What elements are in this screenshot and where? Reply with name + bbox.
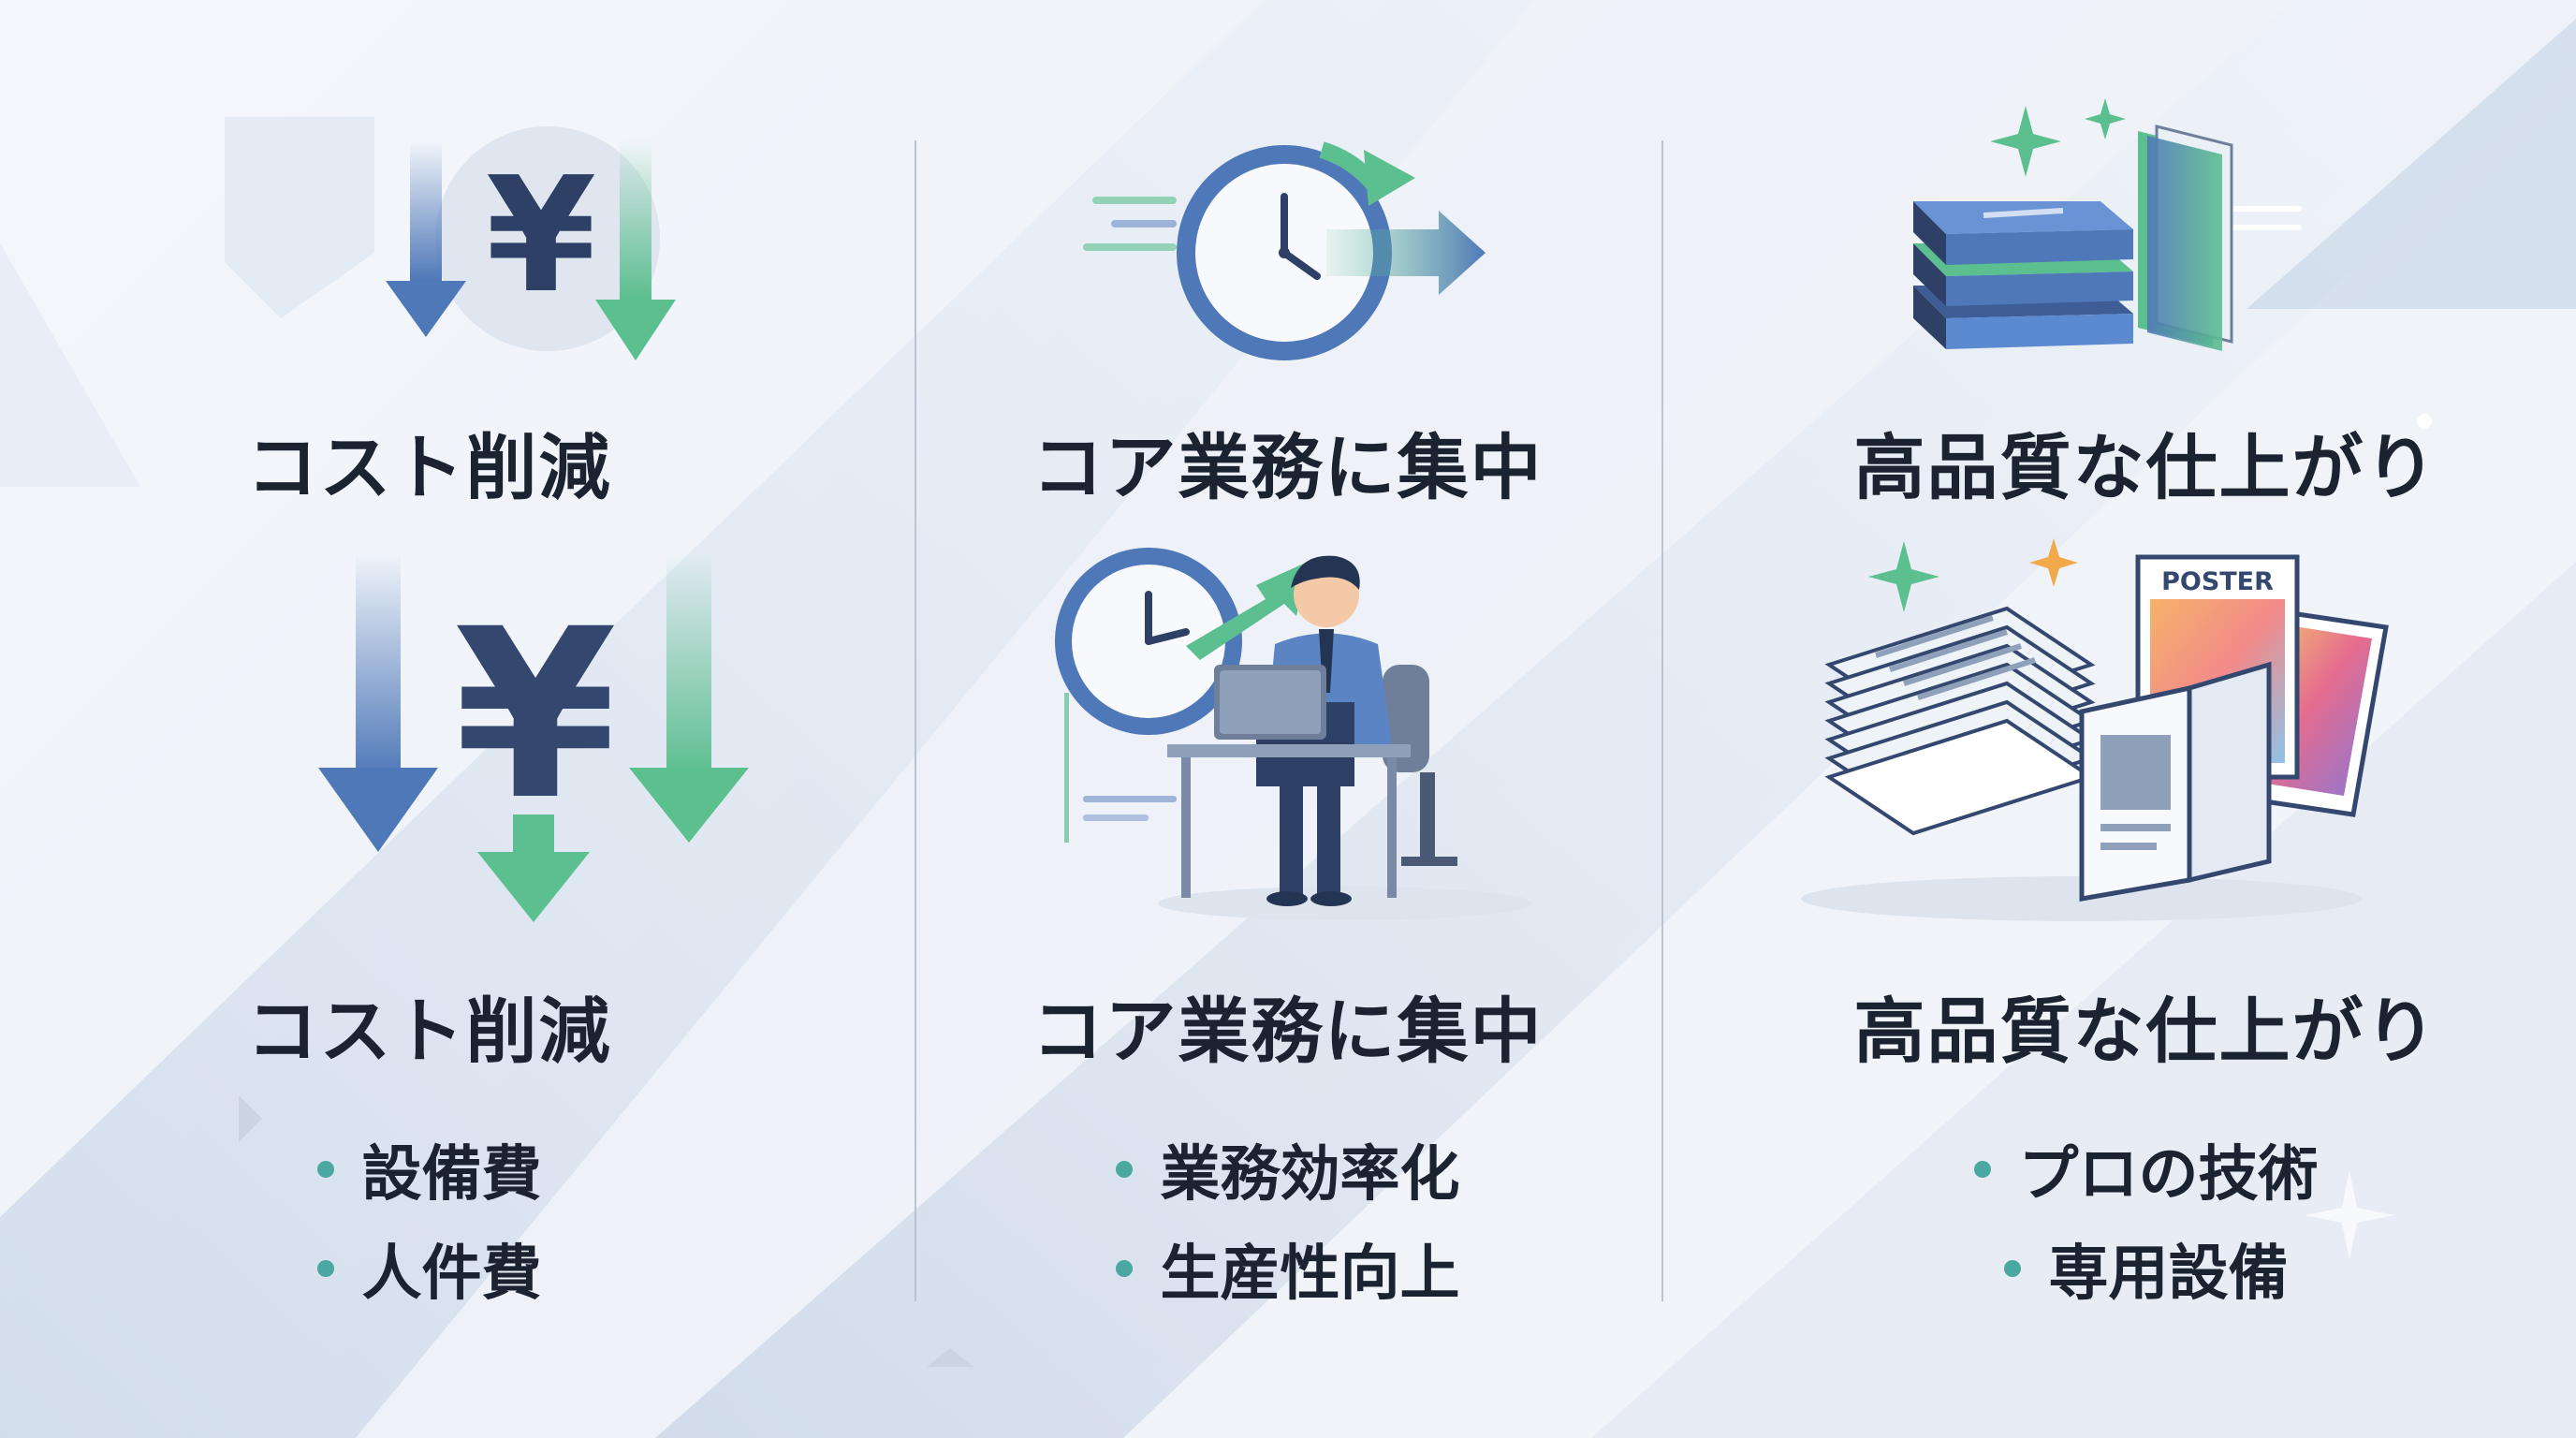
printed-materials-icon: POSTER [1801,538,2389,921]
clock-arrow-icon [1083,141,1486,360]
svg-text:¥: ¥ [486,143,596,329]
svg-text:¥: ¥ [454,579,617,851]
high-quality-column: 高品質な仕上がり POSTER [1717,0,2575,1438]
list-item: 人件費 [0,1219,858,1318]
cost-reduction-title-top: コスト削減 [246,426,612,509]
list-item: 生産性向上 [858,1219,1717,1318]
bullet-dot [1973,1161,1991,1178]
list-item: 業務効率化 [858,1120,1717,1219]
book-stack-icon [1913,98,2302,351]
list-item: 設備費 [0,1120,858,1219]
bullet-dot [316,1161,334,1178]
cost-reduction-column: ¥ コスト削減 ¥ コスト削減 設備費 人件費 [0,0,858,1438]
yen-arrows-large-icon: ¥ [318,552,749,922]
bullet-dot [1115,1161,1133,1178]
high-quality-title-bottom: 高品質な仕上がり [1853,990,2438,1073]
column-divider-left [915,140,916,1301]
bullet-dot [1115,1260,1133,1277]
list-item: 専用設備 [1717,1219,2575,1318]
cost-reduction-title-bottom: コスト削減 [246,990,612,1073]
column-divider-right [1661,140,1663,1301]
poster-label: POSTER [2161,567,2274,596]
bullet-dot [2003,1260,2021,1277]
list-item: プロの技術 [1717,1120,2575,1219]
core-business-title-top: コア業務に集中 [1032,426,1544,509]
core-business-column: コア業務に集中 コア業務に集中 業務効率化 生産性向上 [858,0,1717,1438]
core-business-title-bottom: コア業務に集中 [1032,990,1544,1073]
cost-reduction-bullets: 設備費 人件費 [0,1120,858,1318]
yen-arrows-icon: ¥ [386,126,676,360]
worker-at-desk-icon [1055,548,1532,920]
high-quality-bullets: プロの技術 専用設備 [1717,1120,2575,1318]
core-business-bullets: 業務効率化 生産性向上 [858,1120,1717,1318]
bullet-dot [316,1260,334,1277]
high-quality-title-top: 高品質な仕上がり [1853,426,2438,509]
